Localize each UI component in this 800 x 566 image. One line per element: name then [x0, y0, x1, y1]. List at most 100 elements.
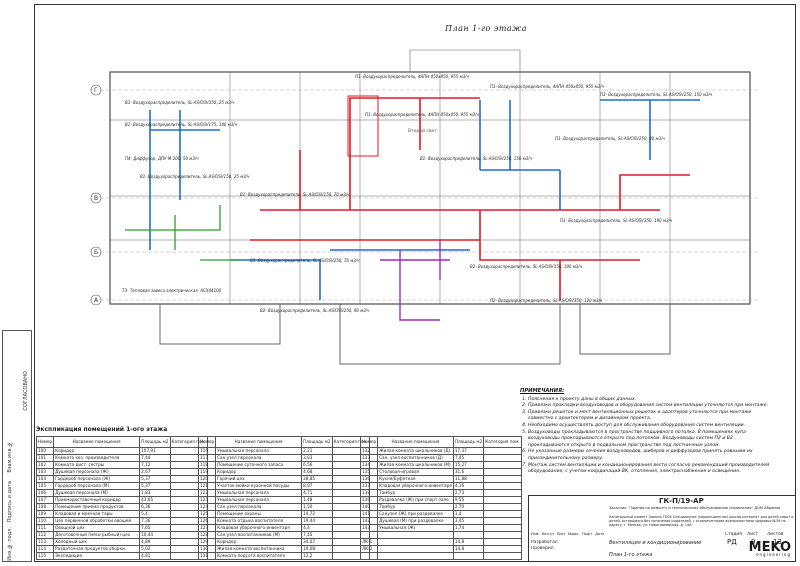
- table-cell: 1,48: [301, 496, 333, 504]
- table-cell: 11,88: [452, 475, 485, 483]
- equipment-label: П3- Воздухораспределитель, SL-AS/OSV250,…: [600, 92, 713, 97]
- explication-header: Площадь м2: [139, 436, 171, 448]
- sheets-value: 13: [773, 538, 782, 546]
- note-item: Привязки прокладки воздуховодов и оборуд…: [528, 403, 775, 410]
- table-cell: [483, 552, 522, 560]
- table-cell: Умывальная персонала: [215, 496, 303, 504]
- table-cell: 3,03: [301, 454, 333, 462]
- table-cell: Сан. узел воспитанников (Д): [377, 454, 454, 462]
- table-cell: Приемодоставочный коридор: [53, 496, 141, 504]
- customer-line: Заказчик: "Здания по ремонту и техническ…: [609, 506, 781, 510]
- note-item: Привязки решеток и мест вентиляционных р…: [528, 410, 775, 423]
- stamp-col: Кол.уч: [541, 532, 555, 536]
- equipment-label: П1- Воздухораспределитель, SL-AS/OSV250,…: [555, 136, 665, 141]
- table-cell: [483, 545, 522, 553]
- table-cell: 7,45: [301, 531, 333, 539]
- table-cell: 136: [359, 475, 379, 483]
- table-cell: [483, 503, 522, 511]
- table-cell: Помещение суточного запаса: [215, 461, 303, 469]
- sheets-header: Листов: [767, 532, 784, 537]
- table-cell: Кухня/Буфетная: [377, 475, 454, 483]
- table-cell: 127: [197, 524, 217, 532]
- explication-header: Номер: [197, 436, 217, 448]
- table-cell: Коридор: [215, 538, 303, 546]
- table-cell: 142: [359, 517, 379, 525]
- table-cell: 19,08: [301, 545, 333, 553]
- table-cell: Умывальная персонала: [215, 489, 303, 497]
- table-cell: 12,2: [301, 552, 333, 560]
- table-cell: Помещение охраны: [215, 510, 303, 518]
- table-cell: Кладовая и моечная тары: [53, 510, 141, 518]
- equipment-label: П1- Воздухораспределитель, 4АПН 450х450,…: [355, 74, 470, 79]
- table-row: [359, 531, 522, 539]
- table-cell: Раздаточная продуктов уборки: [53, 545, 141, 553]
- table-cell: 31,6: [452, 468, 485, 476]
- table-cell: 7,65: [139, 524, 171, 532]
- stamp-col: Лист: [556, 532, 566, 536]
- table-cell: Умывальная персонала: [215, 447, 303, 455]
- table-cell: [483, 510, 522, 518]
- table-cell: [483, 447, 522, 455]
- table-cell: 4,71: [301, 489, 333, 497]
- table-cell: Душевая (М) при раздевалке: [377, 517, 454, 525]
- stamp-col: Изм.: [531, 532, 540, 536]
- table-cell: 9,55: [452, 496, 485, 504]
- table-cell: Доготовочный (мясо-рыбный) цех: [53, 531, 141, 539]
- table-cell: 7,12: [139, 461, 171, 469]
- table-cell: Горячий цех: [215, 475, 303, 483]
- table-cell: 4,16: [452, 482, 485, 490]
- equipment-label: В2- Воздухораспределитель, SL-AS/OSV350,…: [470, 264, 583, 269]
- table-cell: 5,37: [139, 482, 171, 490]
- table-cell: [483, 482, 522, 490]
- table-cell: 137: [359, 482, 379, 490]
- axis-label-b: Б: [94, 249, 98, 256]
- equipment-label: П1- Воздухораспределитель, 4АПН 450х450,…: [490, 84, 605, 89]
- table-cell: 5,4: [139, 510, 171, 518]
- equipment-label: В1- Воздухораспределитель, SL-AS/OSV175,…: [125, 122, 238, 127]
- table-cell: 104: [35, 475, 55, 483]
- table-cell: 124: [197, 503, 217, 511]
- table-cell: 34,07: [301, 538, 333, 546]
- table-cell: 110: [35, 517, 55, 525]
- table-cell: [483, 475, 522, 483]
- supply-ducts: [250, 95, 690, 300]
- table-cell: Санузел (Ж) при раздевалке: [377, 510, 454, 518]
- table-cell: 1,74: [452, 524, 485, 532]
- table-cell: Гардероб персонала (М): [53, 482, 141, 490]
- table-cell: Столовая-игровая: [377, 468, 454, 476]
- table-cell: 132: [359, 447, 379, 455]
- table-cell: 14,8: [452, 545, 485, 553]
- table-row: [359, 552, 522, 560]
- table-cell: 2,67: [139, 468, 171, 476]
- table-cell: 115: [35, 552, 55, 560]
- table-cell: [483, 468, 522, 476]
- table-cell: 119: [197, 468, 217, 476]
- table-cell: 122: [197, 489, 217, 497]
- sheet-header: Лист: [747, 532, 759, 537]
- sheet-value: 9: [751, 538, 756, 546]
- table-cell: 128: [197, 531, 217, 539]
- table-cell: 114: [35, 545, 55, 553]
- table-cell: Раздевалка (Ж) при спорт.зале: [377, 496, 454, 504]
- equipment-label: В2- Воздухораспределитель, SL-AS/OSV250,…: [260, 308, 370, 313]
- table-cell: [377, 531, 454, 539]
- table-cell: 8,97: [301, 482, 333, 490]
- table-cell: 112: [35, 531, 55, 539]
- table-cell: Душевая персонала (М): [53, 489, 141, 497]
- explication-header: Категория пом.: [483, 436, 522, 448]
- table-cell: Участок мойки кухонной посуды: [215, 482, 303, 490]
- table-cell: Комната подсота воспитателя: [215, 552, 303, 560]
- note-item: Монтаж систем вентиляции и кондициониров…: [528, 463, 775, 476]
- table-cell: 4,4: [301, 524, 333, 532]
- note-item: Пояснения к проекту даны в общих данных.: [528, 397, 775, 404]
- table-cell: [452, 531, 485, 539]
